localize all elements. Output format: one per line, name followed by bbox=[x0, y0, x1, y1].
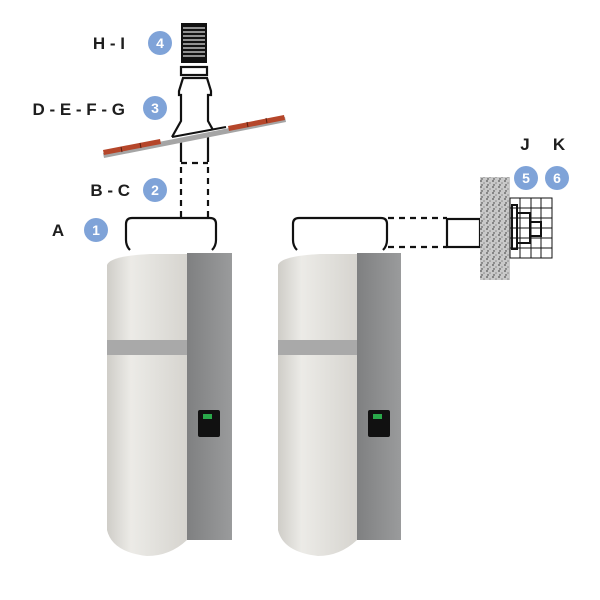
marker-3: 3 bbox=[143, 96, 167, 120]
label-a: A bbox=[52, 221, 64, 240]
roof bbox=[103, 115, 286, 158]
wall-pipe bbox=[445, 217, 482, 249]
label-h-i: H - I bbox=[93, 34, 125, 53]
label-b-c: B - C bbox=[90, 181, 130, 200]
marker-1: 1 bbox=[84, 218, 108, 242]
marker-2: 2 bbox=[143, 178, 167, 202]
label-k: K bbox=[553, 135, 566, 154]
flashing-base bbox=[171, 126, 227, 138]
display-screen bbox=[203, 414, 212, 419]
vertical-duct bbox=[179, 161, 210, 217]
wall bbox=[480, 177, 510, 280]
tank-band bbox=[107, 340, 187, 355]
tank-body bbox=[278, 254, 357, 556]
terminal-collar bbox=[179, 65, 209, 77]
svg-text:3: 3 bbox=[151, 100, 159, 116]
adapter-left bbox=[124, 216, 218, 251]
svg-text:1: 1 bbox=[92, 222, 100, 238]
label-j: J bbox=[520, 135, 529, 154]
svg-text:5: 5 bbox=[522, 170, 530, 186]
roof-flashing-pipe bbox=[171, 76, 214, 138]
right-water-heater bbox=[278, 253, 401, 556]
display-screen bbox=[373, 414, 382, 419]
tank-side-panel bbox=[357, 253, 401, 540]
tank-side-panel bbox=[187, 253, 232, 540]
label-d-e-f-g: D - E - F - G bbox=[32, 100, 125, 119]
marker-5: 5 bbox=[514, 166, 538, 190]
marker-6: 6 bbox=[545, 166, 569, 190]
roof-terminal bbox=[181, 23, 207, 63]
adapter-right bbox=[291, 216, 389, 251]
horizontal-duct bbox=[388, 216, 447, 249]
marker-4: 4 bbox=[148, 31, 172, 55]
tank-body bbox=[107, 254, 187, 556]
svg-text:6: 6 bbox=[553, 170, 561, 186]
wall-terminal-grille bbox=[509, 197, 553, 259]
tank-band bbox=[278, 340, 357, 355]
duct-through-roof bbox=[179, 135, 210, 162]
svg-text:2: 2 bbox=[151, 182, 159, 198]
left-water-heater bbox=[107, 253, 232, 556]
svg-text:4: 4 bbox=[156, 35, 164, 51]
